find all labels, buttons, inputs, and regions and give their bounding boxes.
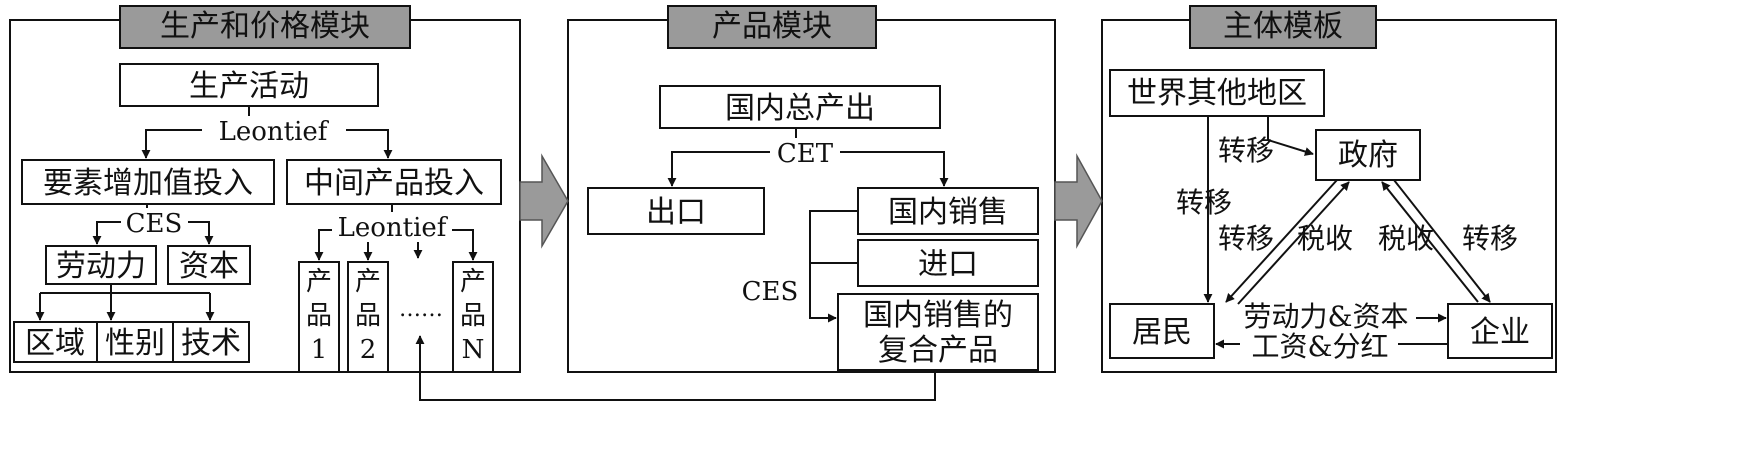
labor-label: 劳动力 (56, 249, 146, 284)
arrow-to-factor-input (141, 129, 205, 159)
agent-module-title: 主体模板 (1223, 9, 1343, 44)
product-title-box (667, 5, 877, 49)
product-ellipsis: …… (399, 297, 443, 322)
product-N-char-3: N (462, 335, 485, 365)
households-box (1109, 303, 1215, 359)
ces-factor-label: CES (126, 209, 183, 239)
product-2-char-3: 2 (360, 335, 377, 365)
composite-label-line1: 国内销售的 (863, 298, 1013, 333)
composite-product-box (837, 293, 1039, 371)
module-arrow-1 (519, 153, 569, 249)
enterprises-box (1447, 303, 1553, 359)
export-label: 出口 (646, 195, 706, 230)
product-2-box (347, 261, 389, 373)
product-N-char-1: 产 (460, 267, 486, 297)
intermediate-input-label: 中间产品投入 (304, 166, 484, 201)
production-activity-label: 生产活动 (189, 69, 309, 104)
ces-merge-line (809, 210, 858, 323)
government-label: 政府 (1338, 138, 1398, 173)
arrow-to-domestic-sales (840, 151, 949, 187)
arrow-to-intermediate (342, 129, 393, 159)
arrow-households-to-gov (1237, 181, 1350, 305)
transfer-row-gov-label: 转移 (1218, 134, 1274, 167)
factor-input-box (21, 159, 275, 205)
module-arrow-2 (1054, 153, 1103, 249)
product-1-box (298, 261, 340, 373)
leontief-top-label: Leontief (219, 117, 330, 147)
composite-label-line2: 复合产品 (878, 333, 998, 368)
enterprises-label: 企业 (1470, 315, 1530, 350)
arrow-gov-to-households (1225, 179, 1338, 303)
arrow-enterprises-to-gov (1381, 181, 1479, 303)
factor-input-label: 要素增加值投入 (43, 166, 253, 201)
product-1-char-2: 品 (306, 301, 332, 331)
households-label: 居民 (1132, 315, 1192, 350)
arrow-to-labor (92, 221, 121, 245)
arrow-to-export (667, 151, 770, 187)
government-box (1315, 129, 1421, 181)
tax-households-label: 税收 (1297, 222, 1353, 255)
product-1-char-3: 1 (311, 335, 328, 365)
intermediate-input-box (286, 159, 502, 205)
agent-title-box (1189, 5, 1377, 49)
production-activity-box (119, 63, 379, 107)
arrow-to-product-1 (314, 229, 334, 261)
gender-label: 性别 (105, 326, 165, 361)
production-module-title: 生产和价格模块 (160, 9, 370, 44)
product-2-char-1: 产 (355, 267, 381, 297)
product-N-box (452, 261, 494, 373)
skill-box (172, 321, 250, 363)
ces-product-label: CES (742, 277, 799, 307)
tax-enterprises-label: 税收 (1378, 222, 1434, 255)
transfer-row-hh-label: 转移 (1176, 186, 1232, 219)
arrow-to-product-N (450, 229, 478, 261)
labor-capital-label: 劳动力&资本 (1244, 300, 1409, 333)
gender-box (96, 321, 174, 363)
product-N-char-2: 品 (460, 301, 486, 331)
import-label: 进口 (918, 247, 978, 282)
gross-output-label: 国内总产出 (725, 91, 875, 126)
feedback-loop-arrow (415, 335, 936, 401)
arrow-row-to-government (1267, 116, 1314, 156)
labor-box (45, 245, 157, 285)
arrow-gov-to-enterprises (1393, 179, 1491, 303)
capital-box (167, 245, 251, 285)
arrow-to-capital (188, 221, 214, 245)
transfer-gov-ent-label: 转移 (1462, 222, 1518, 255)
rest-of-world-label: 世界其他地区 (1127, 76, 1307, 111)
product-1-char-1: 产 (306, 267, 332, 297)
gross-output-box (659, 85, 941, 129)
capital-label: 资本 (179, 249, 239, 284)
leontief-mid-label: Leontief (338, 213, 449, 243)
transfer-gov-hh-label: 转移 (1218, 222, 1274, 255)
production-title-box (119, 5, 411, 49)
export-box (587, 187, 765, 235)
rest-of-world-box (1109, 69, 1325, 117)
wage-dividend-label: 工资&分红 (1252, 330, 1389, 363)
cet-label: CET (777, 139, 834, 169)
skill-label: 技术 (181, 326, 241, 361)
domestic-sales-label: 国内销售 (888, 195, 1008, 230)
product-2-char-2: 品 (355, 301, 381, 331)
region-label: 区域 (25, 326, 85, 361)
product-module-title: 产品模块 (712, 9, 832, 44)
